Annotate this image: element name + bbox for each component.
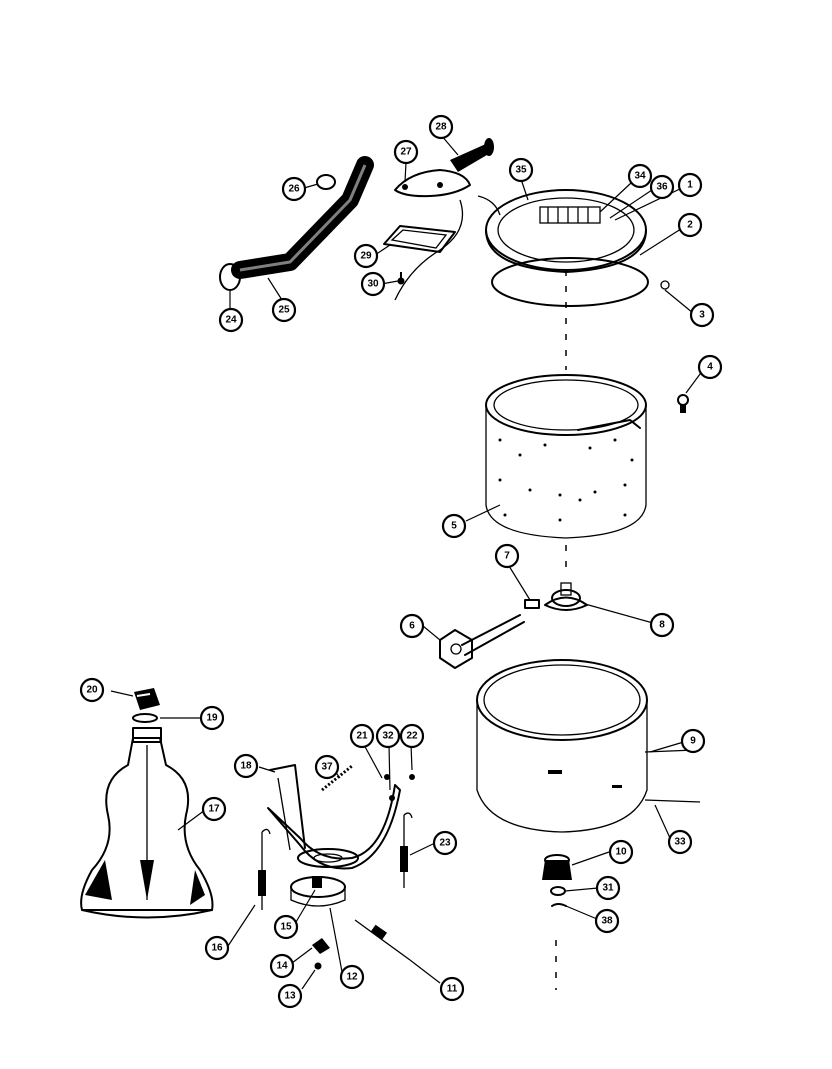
agitator [80,688,214,919]
svg-text:36: 36 [656,182,668,193]
svg-text:19: 19 [206,713,218,724]
svg-text:24: 24 [225,315,237,326]
svg-text:21: 21 [356,731,368,742]
callout-8: 8 [649,612,675,638]
callout-15: 15 [273,914,299,940]
svg-text:2: 2 [687,220,693,231]
fill-hose-parts [394,138,501,301]
callout-30: 30 [360,271,386,297]
callout-33: 33 [667,829,693,855]
hub-assembly [439,582,588,669]
svg-text:7: 7 [504,551,510,562]
callout-16: 16 [204,935,230,961]
svg-text:15: 15 [280,922,292,933]
svg-text:1: 1 [687,180,693,191]
callout-19: 19 [199,705,225,731]
callout-20: 20 [79,677,105,703]
callout-28: 28 [428,114,454,140]
callout-10: 10 [608,839,634,865]
svg-text:20: 20 [86,685,98,696]
svg-text:6: 6 [409,621,415,632]
svg-text:8: 8 [659,620,665,631]
svg-text:25: 25 [278,305,290,316]
svg-text:28: 28 [435,122,447,133]
svg-text:5: 5 [451,521,457,532]
callout-4: 4 [697,354,723,380]
svg-text:11: 11 [447,984,458,995]
callout-34: 34 [627,163,653,189]
svg-text:13: 13 [284,991,296,1002]
assembly-axis [555,270,567,990]
callout-23: 23 [432,830,458,856]
svg-text:35: 35 [515,165,527,176]
callout-9: 9 [680,728,706,754]
callout-27: 27 [393,139,419,165]
svg-text:32: 32 [382,731,394,742]
callout-36: 36 [649,174,675,200]
svg-text:27: 27 [400,147,412,158]
callout-6: 6 [399,613,425,639]
svg-text:22: 22 [406,731,418,742]
callout-24: 24 [218,307,244,333]
tub-seal-parts [542,854,572,907]
callouts: 1 2 3 4 5 6 7 8 9 10 11 12 13 14 15 16 1… [79,114,723,1009]
callout-7: 7 [494,543,520,569]
svg-text:18: 18 [240,761,252,772]
spin-basket [485,374,689,539]
svg-text:37: 37 [321,762,333,773]
tub-support-assembly [258,764,415,961]
svg-text:10: 10 [615,847,627,858]
bracket [383,225,456,285]
callout-2: 2 [677,212,703,238]
svg-text:33: 33 [674,837,686,848]
svg-text:29: 29 [360,251,372,262]
callout-29: 29 [353,243,379,269]
svg-text:34: 34 [634,171,646,182]
callout-22: 22 [399,723,425,749]
callout-12: 12 [339,964,365,990]
svg-text:14: 14 [276,961,288,972]
callout-25: 25 [271,297,297,323]
callout-32: 32 [375,723,401,749]
callout-26: 26 [281,176,307,202]
callout-31: 31 [595,875,621,901]
drain-hose [219,156,374,291]
svg-text:9: 9 [690,736,696,747]
svg-text:12: 12 [346,972,358,983]
callout-1: 1 [677,172,703,198]
svg-text:4: 4 [707,362,713,373]
callout-13: 13 [277,983,303,1009]
svg-text:16: 16 [211,943,223,954]
callout-18: 18 [233,753,259,779]
callout-35: 35 [508,157,534,183]
svg-text:38: 38 [601,916,613,927]
callout-11: 11 [439,976,465,1002]
callout-37: 37 [314,754,340,780]
svg-text:31: 31 [602,883,614,894]
callout-14: 14 [269,953,295,979]
svg-text:30: 30 [367,279,379,290]
svg-text:17: 17 [208,804,220,815]
callout-5: 5 [441,513,467,539]
callout-38: 38 [594,908,620,934]
outer-tub [476,659,701,833]
callout-3: 3 [689,302,715,328]
svg-text:3: 3 [699,310,705,321]
callout-17: 17 [201,796,227,822]
tub-cover-assembly [485,189,670,307]
snubber-assembly [290,876,346,970]
svg-text:23: 23 [439,838,451,849]
svg-text:26: 26 [288,184,300,195]
callout-21: 21 [349,723,375,749]
